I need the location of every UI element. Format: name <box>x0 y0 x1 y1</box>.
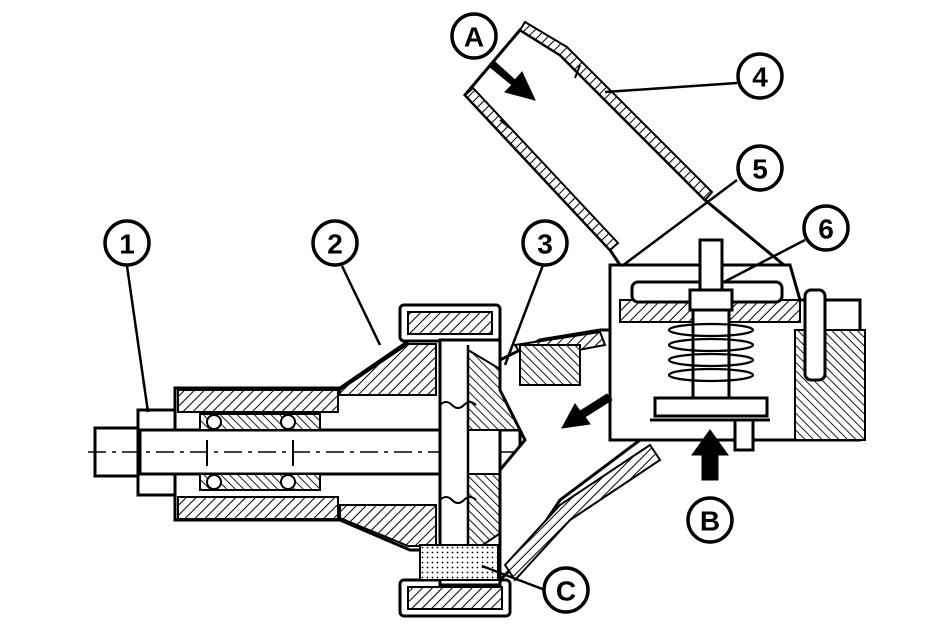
flow-arrow-channel <box>561 393 613 429</box>
clamp-bolt <box>803 288 827 382</box>
callout-1: 1 <box>103 219 151 267</box>
callout-2: 2 <box>311 219 359 267</box>
thermostat-collar <box>688 288 734 312</box>
bypass-valve <box>733 418 755 452</box>
seal-spring-bottom <box>439 496 477 504</box>
thermostat-stem <box>698 238 724 292</box>
inlet-pipe <box>462 20 792 302</box>
callout-a: A <box>450 12 498 60</box>
callout-b-label: B <box>700 506 720 537</box>
flow-arrows <box>489 61 729 481</box>
leader-3 <box>503 264 545 366</box>
leader-6 <box>721 238 806 285</box>
flow-arrow-b <box>691 429 729 481</box>
callout-4: 4 <box>736 52 784 100</box>
thermostat-housing <box>608 238 866 452</box>
leader-5 <box>621 178 738 268</box>
callout-1-label: 1 <box>119 229 135 260</box>
leader-4 <box>604 81 738 94</box>
leader-lines <box>125 81 806 592</box>
callout-3-label: 3 <box>537 229 553 260</box>
callout-6-label: 6 <box>818 214 834 245</box>
channel-boss <box>519 344 581 386</box>
leader-1 <box>125 265 150 413</box>
thermostat-spring <box>667 322 755 383</box>
callout-5-label: 5 <box>752 154 768 185</box>
callout-b: B <box>686 496 734 544</box>
callout-c: C <box>542 566 590 614</box>
leader-2 <box>340 265 382 346</box>
volute-pocket <box>419 544 499 581</box>
callout-6: 6 <box>802 204 850 252</box>
callout-a-label: A <box>464 22 484 53</box>
thermostat-valve-plate <box>653 396 769 418</box>
callout-5: 5 <box>736 144 784 192</box>
flow-arrow-a <box>489 61 536 101</box>
callout-c-label: C <box>556 576 576 607</box>
callout-4-label: 4 <box>752 62 768 93</box>
leader-c <box>481 564 546 592</box>
callout-3: 3 <box>521 219 569 267</box>
callouts: 1 2 3 4 5 6 A B <box>103 12 850 614</box>
seal-spring-top <box>439 401 477 409</box>
callout-2-label: 2 <box>327 229 343 260</box>
